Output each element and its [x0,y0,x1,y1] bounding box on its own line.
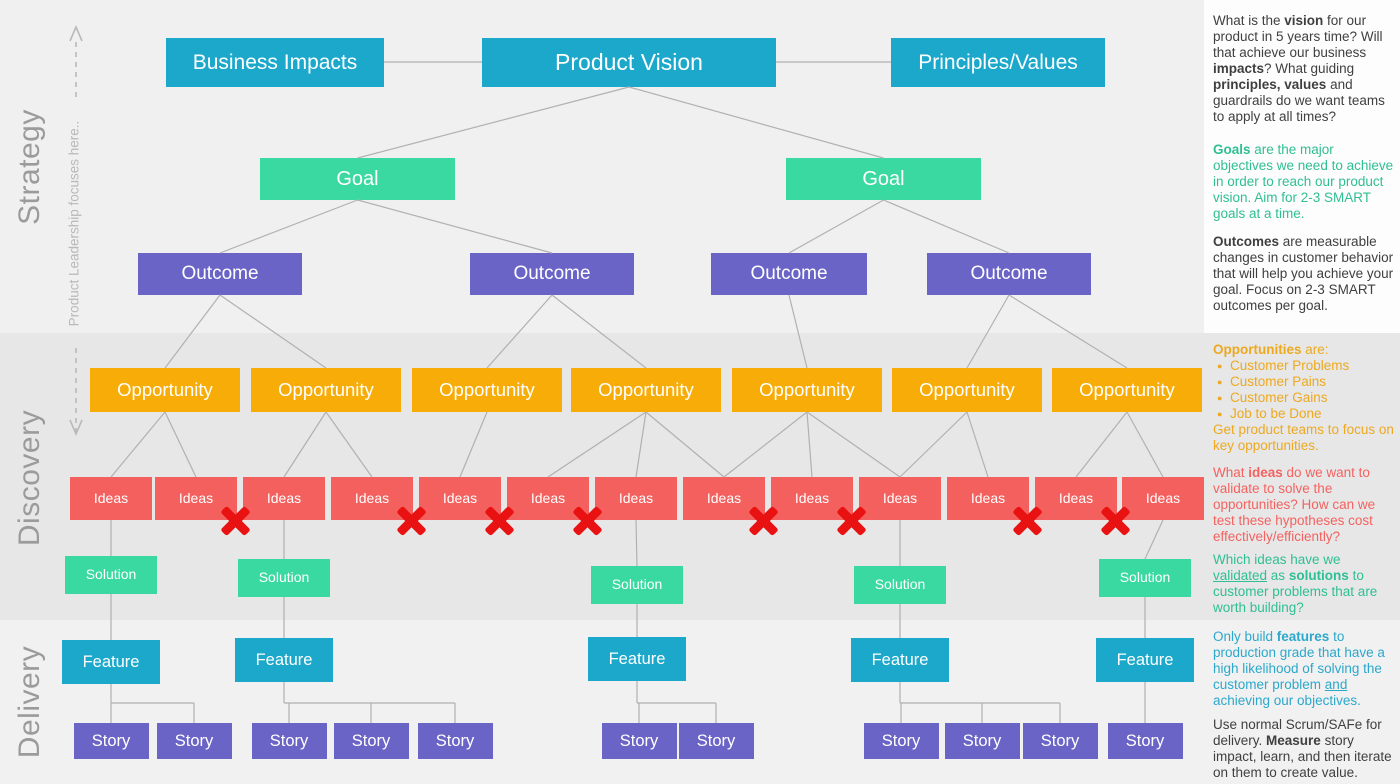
idea-box: Ideas [419,477,501,520]
sidebar-bullet-item: ●Customer Problems [1213,358,1396,374]
business-impacts-box: Business Impacts [166,38,384,87]
idea-box: Ideas [859,477,941,520]
solution-box: Solution [238,559,330,597]
sidebar-bullet-item: ●Job to be Done [1213,406,1396,422]
section-label-delivery: Delivery [13,645,46,759]
bullet-icon: ● [1217,361,1223,371]
outcome-box: Outcome [138,253,302,295]
feature-box: Feature [1096,638,1194,682]
principles-values-box: Principles/Values [891,38,1105,87]
idea-box: Ideas [683,477,765,520]
sidebar-bullet-item: ●Customer Gains [1213,390,1396,406]
idea-box: Ideas [1122,477,1204,520]
solution-box: Solution [854,566,946,604]
feature-box: Feature [235,638,333,682]
story-box: Story [251,723,327,759]
sidebar-note-features-note: Only build features to production grade … [1213,629,1385,708]
opportunity-box: Opportunity [571,368,721,412]
goal-box: Goal [260,158,455,200]
idea-box: Ideas [507,477,589,520]
idea-box: Ideas [155,477,237,520]
idea-box: Ideas [771,477,853,520]
sidebar-background [1204,0,1400,333]
solution-box: Solution [591,566,683,604]
feature-box: Feature [62,640,160,684]
sidebar-note-outcomes-note: Outcomes are measurable changes in custo… [1213,234,1394,313]
sidebar-note-solutions-note: Which ideas have we validated as solutio… [1213,552,1378,615]
idea-box: Ideas [243,477,325,520]
opportunity-box: Opportunity [1052,368,1202,412]
sidebar-bullet-item: ●Customer Pains [1213,374,1396,390]
arrowhead-down-icon [69,419,83,437]
outcome-box: Outcome [470,253,634,295]
rejected-x-icon [484,505,514,537]
story-box: Story [678,723,754,759]
sidebar-note-ideas-note: What ideas do we want to validate to sol… [1213,465,1376,544]
idea-box: Ideas [1035,477,1117,520]
idea-box: Ideas [70,477,152,520]
story-box: Story [1107,723,1183,759]
sidebar-notes: What is the vision for our product in 5 … [1213,0,1396,784]
rejected-x-icon [572,505,602,537]
bullet-icon: ● [1217,409,1223,419]
opportunity-box: Opportunity [90,368,240,412]
goal-box: Goal [786,158,981,200]
opportunity-box: Opportunity [732,368,882,412]
story-box: Story [333,723,409,759]
outcome-box: Outcome [711,253,867,295]
rejected-x-icon [1100,505,1130,537]
story-box: Story [863,723,939,759]
solution-box: Solution [1099,559,1191,597]
rejected-x-icon [1012,505,1042,537]
leadership-arrow-label: Product Leadership focuses here.. [66,120,82,327]
opportunity-box: Opportunity [412,368,562,412]
product-vision-box: Product Vision [482,38,776,87]
feature-box: Feature [851,638,949,682]
rejected-x-icon [836,505,866,537]
solution-box: Solution [65,556,157,594]
feature-box: Feature [588,637,686,681]
outcome-box: Outcome [927,253,1091,295]
rejected-x-icon [220,505,250,537]
idea-box: Ideas [595,477,677,520]
sidebar-note-delivery-note: Use normal Scrum/SAFe for delivery. Meas… [1213,717,1392,780]
rejected-x-icon [396,505,426,537]
bullet-icon: ● [1217,393,1223,403]
idea-box: Ideas [331,477,413,520]
bullet-icon: ● [1217,377,1223,387]
story-box: Story [156,723,232,759]
opportunity-box: Opportunity [251,368,401,412]
story-box: Story [944,723,1020,759]
story-box: Story [1022,723,1098,759]
story-box: Story [601,723,677,759]
story-box: Story [73,723,149,759]
sidebar-note-opportunities-note: Opportunities are:●Customer Problems●Cus… [1213,342,1396,454]
sidebar-note-vision-note: What is the vision for our product in 5 … [1213,13,1385,124]
opportunity-box: Opportunity [892,368,1042,412]
section-label-strategy: Strategy [13,109,46,225]
idea-box: Ideas [947,477,1029,520]
story-box: Story [417,723,493,759]
sidebar-note-goals-note: Goals are the major objectives we need t… [1213,142,1394,221]
rejected-x-icon [748,505,778,537]
arrowhead-up-icon [69,24,83,42]
